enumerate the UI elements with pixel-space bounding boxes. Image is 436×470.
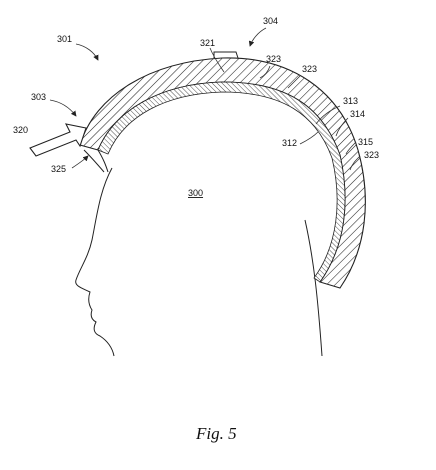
leader-303 [49,99,77,117]
head-neck-back [304,219,323,357]
label-321: 321 [200,38,215,48]
leader-323b [287,75,301,89]
label-301: 301 [57,34,72,44]
figure-caption: Fig. 5 [195,424,237,443]
leader-315 [345,141,357,155]
label-325: 325 [51,164,66,174]
top-bump [213,51,239,59]
label-323-c: 323 [364,150,379,160]
inner-liner-layer [97,81,346,283]
front-opening [83,149,105,173]
label-320: 320 [13,125,28,135]
label-315: 315 [358,137,373,147]
leader-314 [335,117,349,137]
head-outline [75,167,115,357]
label-312: 312 [282,138,297,148]
label-314: 314 [350,109,365,119]
leader-301 [75,43,99,61]
leader-323a [259,65,271,79]
label-323-a: 323 [266,54,281,64]
label-313: 313 [343,96,358,106]
leader-323c [349,155,361,171]
center-reference-label: 300 [188,188,203,198]
label-303: 303 [31,92,46,102]
leader-304 [248,27,267,47]
outer-shell-layer [79,57,366,289]
front-edge [97,149,109,173]
leader-312 [299,131,319,145]
label-323-b: 323 [302,64,317,74]
label-304: 304 [263,16,278,26]
leader-321 [209,47,225,73]
air-inlet-arrow [29,123,87,157]
leader-325 [71,155,89,169]
leader-313 [315,105,341,125]
